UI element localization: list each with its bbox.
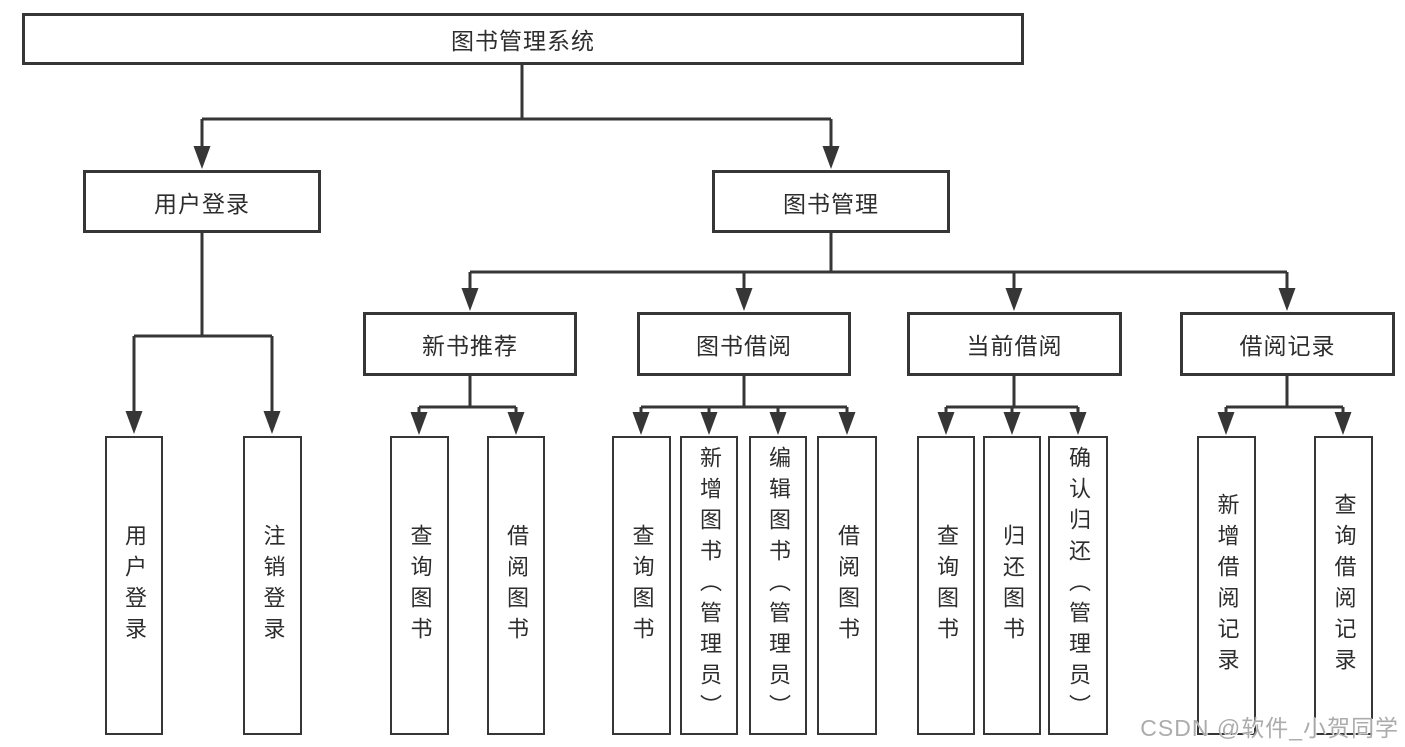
node-label: 查询借阅记录 (1331, 492, 1357, 679)
node-label: 借阅记录 (1239, 333, 1336, 359)
connector-book-borrow-children (639, 376, 849, 419)
node-label: 借阅图书 (504, 523, 529, 648)
book-management-node: 图书管理 (712, 170, 950, 233)
node-label: 编辑图书（管理员） (766, 446, 791, 725)
login-leaf-node: 用户登录 (105, 436, 163, 735)
node-label: 确认归还（管理员） (1066, 446, 1091, 725)
add-book-admin-leaf-node: 新增图书（管理员） (680, 436, 738, 735)
logout-leaf-node: 注销登录 (243, 436, 302, 735)
arrowhead-icon (1069, 412, 1087, 435)
node-label: 当前借阅 (966, 333, 1063, 359)
arrowhead-icon (735, 288, 753, 311)
arrowhead-icon (937, 412, 955, 435)
connector-user-login-children (132, 233, 274, 418)
node-label: 查询图书 (934, 523, 959, 648)
arrowhead-icon (263, 411, 281, 434)
arrowhead-icon (461, 288, 479, 311)
node-label: 注销登录 (260, 523, 286, 648)
node-label: 用户登录 (122, 523, 147, 648)
arrowheads (125, 146, 1352, 435)
arrowhead-icon (507, 412, 525, 435)
query-borrow-record-leaf-node: 查询借阅记录 (1314, 436, 1373, 735)
watermark: CSDN @软件_小贺同学 (1140, 715, 1399, 741)
arrowhead-icon (125, 411, 143, 434)
query-books-leaf-node-1: 查询图书 (390, 436, 449, 735)
connector-book-management-children (468, 233, 1289, 292)
arrowhead-icon (1217, 412, 1235, 435)
node-label: 图书借阅 (696, 333, 792, 359)
root-node: 图书管理系统 (22, 13, 1024, 65)
arrowhead-icon (822, 146, 840, 169)
node-label: 新增借阅记录 (1214, 492, 1240, 679)
node-label: 归还图书 (1000, 523, 1025, 648)
user-login-node: 用户登录 (83, 170, 321, 233)
node-label: 新增图书（管理员） (697, 446, 722, 725)
connector-borrow-record-children (1224, 376, 1345, 419)
new-book-recommend-node: 新书推荐 (363, 312, 577, 376)
borrow-books-leaf-node-2: 借阅图书 (817, 436, 877, 735)
node-label: 用户登录 (154, 190, 250, 217)
book-borrow-node: 图书借阅 (637, 312, 851, 376)
arrowhead-icon (769, 412, 787, 435)
node-label: 查询图书 (629, 523, 655, 648)
node-label: 图书管理系统 (451, 28, 595, 54)
arrowhead-icon (1003, 412, 1021, 435)
current-borrow-node: 当前借阅 (907, 312, 1122, 376)
arrowhead-icon (632, 412, 650, 435)
return-book-leaf-node: 归还图书 (983, 436, 1041, 735)
arrowhead-icon (1278, 288, 1296, 311)
query-books-leaf-node-3: 查询图书 (917, 436, 975, 735)
node-label: 借阅图书 (835, 523, 860, 648)
borrow-books-leaf-node-1: 借阅图书 (487, 436, 545, 735)
confirm-return-admin-leaf-node: 确认归还（管理员） (1048, 436, 1108, 735)
arrowhead-icon (1005, 288, 1023, 311)
add-borrow-record-leaf-node: 新增借阅记录 (1197, 436, 1256, 735)
node-label: 查询图书 (407, 523, 433, 648)
borrow-record-node: 借阅记录 (1180, 312, 1395, 376)
node-label: 新书推荐 (422, 333, 518, 359)
arrowhead-icon (838, 412, 856, 435)
connector-root-to-level2 (200, 65, 833, 150)
node-label: 图书管理 (783, 190, 879, 217)
arrowhead-icon (193, 146, 211, 169)
arrowhead-icon (410, 412, 428, 435)
arrowhead-icon (700, 412, 718, 435)
arrowhead-icon (1334, 412, 1352, 435)
edit-book-admin-leaf-node: 编辑图书（管理员） (749, 436, 807, 735)
connector-new-book-children (417, 376, 518, 419)
query-books-leaf-node-2: 查询图书 (612, 436, 671, 735)
